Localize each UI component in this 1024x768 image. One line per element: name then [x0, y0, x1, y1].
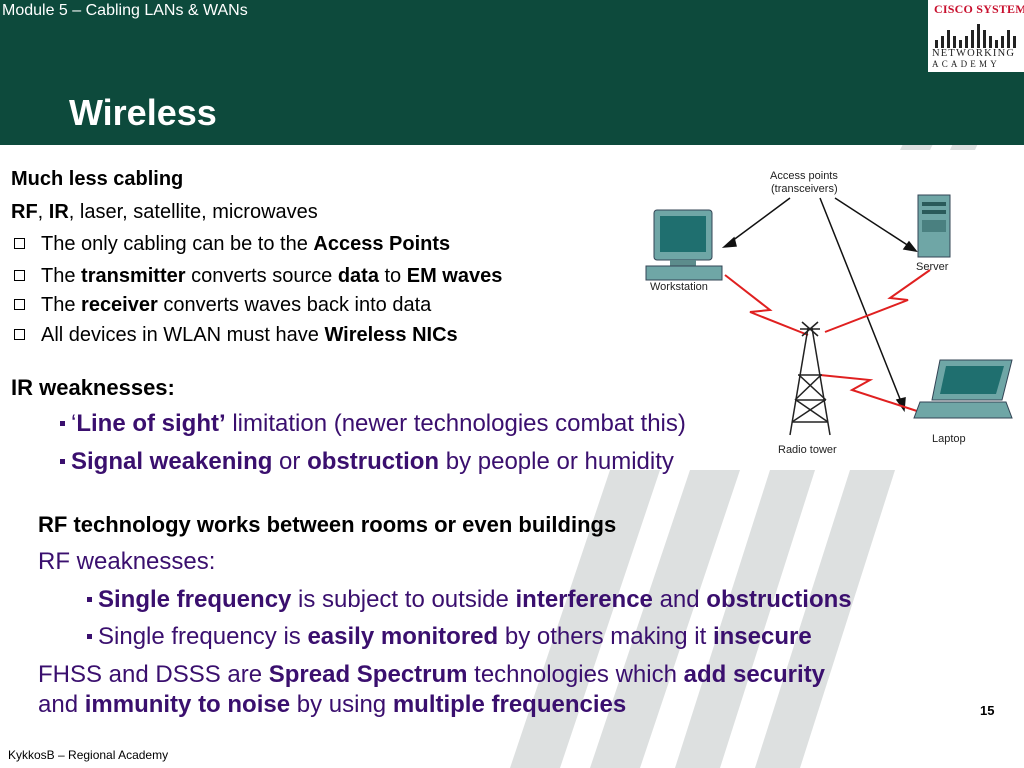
access-point-arrows	[721, 197, 918, 413]
bridge-bars-icon	[935, 24, 1016, 48]
server-icon	[917, 194, 951, 258]
radio-tower-icon	[789, 321, 831, 436]
square-bullet-icon	[60, 421, 65, 426]
rf-weaknesses-heading: RF weaknesses:	[38, 548, 216, 575]
module-title: Module 5 – Cabling LANs & WANs	[2, 2, 248, 19]
bullet-access-points: The only cabling can be to the Access Po…	[14, 233, 450, 256]
square-bullet-icon	[87, 597, 92, 602]
radio-tower-label: Radio tower	[778, 444, 837, 456]
bullet-transmitter: The transmitter converts source data to …	[14, 265, 502, 288]
ir-weaknesses-heading: IR weaknesses:	[11, 375, 175, 400]
server-label: Server	[916, 261, 949, 273]
slide-title: Wireless	[69, 92, 217, 133]
logo-text-academy: ACADEMY	[932, 59, 1000, 69]
cisco-networking-academy-logo: CISCO SYSTEMS NETWORKING ACADEMY	[928, 0, 1024, 72]
workstation-icon	[645, 209, 723, 281]
rf-technology-line: RF technology works between rooms or eve…	[38, 512, 617, 537]
rf-item-insecure: Single frequency is easily monitored by …	[87, 623, 812, 651]
header-band: Module 5 – Cabling LANs & WANs Wireless	[0, 0, 1024, 145]
ir-item-signal-weakening: Signal weakening or obstruction by peopl…	[60, 448, 674, 476]
bullet-wireless-nics: All devices in WLAN must have Wireless N…	[14, 324, 458, 347]
box-bullet-icon	[14, 238, 25, 249]
box-bullet-icon	[14, 299, 25, 310]
box-bullet-icon	[14, 329, 25, 340]
logo-text-cisco: CISCO SYSTEMS	[934, 2, 1024, 16]
spread-spectrum-line-1: FHSS and DSSS are Spread Spectrum techno…	[38, 661, 826, 688]
logo-text-networking: NETWORKING	[932, 48, 1016, 59]
wireless-network-diagram: Access points (transceivers) Workstation…	[645, 170, 1013, 456]
access-points-label: Access points	[770, 170, 838, 182]
transceivers-label: (transceivers)	[771, 183, 838, 195]
footer-text: KykkosB – Regional Academy	[8, 748, 169, 762]
spread-spectrum-line-2: and immunity to noise by using multiple …	[38, 691, 627, 718]
square-bullet-icon	[60, 459, 65, 464]
page-number: 15	[980, 703, 995, 718]
box-bullet-icon	[14, 270, 25, 281]
rf-item-interference: Single frequency is subject to outside i…	[87, 586, 852, 614]
wireless-types-line: RF, IR, laser, satellite, microwaves	[11, 201, 318, 223]
laptop-label: Laptop	[932, 433, 966, 445]
square-bullet-icon	[87, 634, 92, 639]
ir-item-line-of-sight: ‘Line of sight’ limitation (newer techno…	[60, 410, 686, 438]
laptop-icon	[913, 359, 1013, 419]
radio-signal-lines	[724, 269, 931, 413]
bullet-receiver: The receiver converts waves back into da…	[14, 294, 431, 317]
much-less-cabling: Much less cabling	[11, 168, 184, 190]
workstation-label: Workstation	[650, 281, 708, 293]
